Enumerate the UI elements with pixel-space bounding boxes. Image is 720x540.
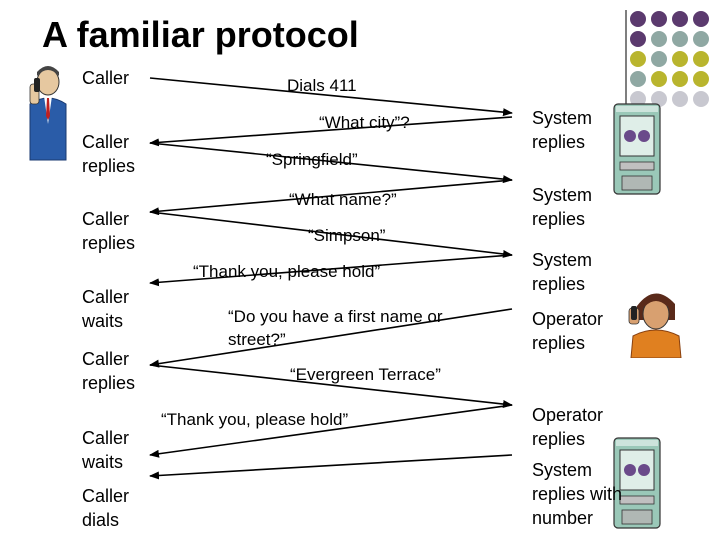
caller-person-icon bbox=[29, 66, 67, 161]
switchboard-computer-icon bbox=[613, 103, 661, 195]
decorative-dot bbox=[630, 31, 646, 47]
left-label-caller-replies: Caller replies bbox=[82, 130, 135, 178]
switchboard-computer-icon bbox=[613, 437, 661, 529]
right-label-line2: replies with bbox=[532, 484, 623, 504]
right-label-line2: replies bbox=[532, 274, 586, 294]
right-label-line2: replies bbox=[532, 333, 586, 353]
left-label-line2: replies bbox=[82, 373, 136, 393]
decorative-dot bbox=[651, 51, 667, 67]
arrow-dials-411 bbox=[149, 77, 513, 117]
decorative-dot bbox=[651, 11, 667, 27]
right-label-system-replies-with-number: System replies with number bbox=[532, 458, 622, 530]
left-label-caller-replies: Caller replies bbox=[82, 207, 135, 255]
right-label-line1: System bbox=[532, 250, 593, 270]
decorative-dot bbox=[672, 71, 688, 87]
left-label-line2: replies bbox=[82, 156, 136, 176]
decorative-dot bbox=[672, 11, 688, 27]
message-label: “Do you have a first name or street?” bbox=[228, 307, 443, 349]
message-label: “Thank you, please hold” bbox=[193, 262, 381, 281]
right-label-line3: number bbox=[532, 508, 594, 528]
right-label-operator-replies: Operator replies bbox=[532, 403, 603, 451]
message-label: “Thank you, please hold” bbox=[161, 410, 349, 429]
decorative-dot-grid bbox=[630, 11, 709, 107]
message-label: “Evergreen Terrace” bbox=[290, 365, 441, 384]
decorative-dot bbox=[630, 51, 646, 67]
right-label-operator-replies: Operator replies bbox=[532, 307, 603, 355]
decorative-dot bbox=[651, 71, 667, 87]
message-label: “What city”? bbox=[319, 113, 410, 132]
decorative-dot bbox=[630, 71, 646, 87]
arrow-first-name-or-street bbox=[149, 308, 513, 368]
message-label: “Springfield” bbox=[266, 150, 358, 169]
right-label-line1: System bbox=[532, 460, 593, 480]
decorative-dot bbox=[630, 91, 646, 107]
right-label-system-replies: System replies bbox=[532, 248, 592, 296]
left-label-caller-replies: Caller replies bbox=[82, 347, 135, 395]
left-label-line1: Caller bbox=[82, 287, 130, 307]
divider-line bbox=[625, 10, 627, 108]
right-label-line1: System bbox=[532, 185, 593, 205]
right-label-line2: replies bbox=[532, 209, 586, 229]
message-label: “Simpson” bbox=[308, 226, 386, 245]
left-label-line2: dials bbox=[82, 510, 120, 530]
left-label-line1: Caller bbox=[82, 349, 130, 369]
message-label: Dials 411 bbox=[287, 76, 357, 95]
arrow-what-city bbox=[149, 116, 513, 147]
right-label-line2: replies bbox=[532, 132, 586, 152]
left-label-line2: waits bbox=[82, 452, 124, 472]
decorative-dot bbox=[693, 11, 709, 27]
arrow-thank-you-hold-1 bbox=[149, 254, 513, 287]
decorative-dot bbox=[693, 51, 709, 67]
arrow-springfield bbox=[149, 142, 513, 184]
decorative-dot bbox=[651, 91, 667, 107]
left-label-caller: Caller bbox=[82, 66, 129, 90]
decorative-dot bbox=[651, 31, 667, 47]
left-label-caller-dials: Caller dials bbox=[82, 484, 129, 532]
left-label-line1: Caller bbox=[82, 209, 130, 229]
decorative-dot bbox=[630, 11, 646, 27]
left-label-line1: Caller bbox=[82, 132, 130, 152]
arrow-number bbox=[149, 454, 513, 480]
right-label-line1: Operator bbox=[532, 405, 604, 425]
decorative-dot bbox=[693, 31, 709, 47]
left-label-line2: replies bbox=[82, 233, 136, 253]
arrow-evergreen-terrace bbox=[149, 364, 513, 408]
arrow-thank-you-hold-2 bbox=[149, 404, 513, 458]
right-label-system-replies: System replies bbox=[532, 106, 592, 154]
arrow-what-name bbox=[149, 179, 513, 216]
left-label-caller-waits: Caller waits bbox=[82, 285, 129, 333]
right-label-line1: Operator bbox=[532, 309, 604, 329]
decorative-dot bbox=[693, 91, 709, 107]
right-label-line2: replies bbox=[532, 429, 586, 449]
message-label: “What name?” bbox=[289, 190, 397, 209]
operator-person-icon bbox=[628, 293, 682, 358]
decorative-dot bbox=[693, 71, 709, 87]
right-label-system-replies: System replies bbox=[532, 183, 592, 231]
left-label-line1: Caller bbox=[82, 486, 130, 506]
left-label-caller-waits: Caller waits bbox=[82, 426, 129, 474]
page-title: A familiar protocol bbox=[42, 14, 359, 55]
decorative-dot bbox=[672, 31, 688, 47]
left-label-line1: Caller bbox=[82, 68, 130, 88]
arrow-simpson bbox=[149, 211, 513, 258]
decorative-dot bbox=[672, 91, 688, 107]
right-label-line1: System bbox=[532, 108, 593, 128]
decorative-dot bbox=[672, 51, 688, 67]
left-label-line2: waits bbox=[82, 311, 124, 331]
left-label-line1: Caller bbox=[82, 428, 130, 448]
